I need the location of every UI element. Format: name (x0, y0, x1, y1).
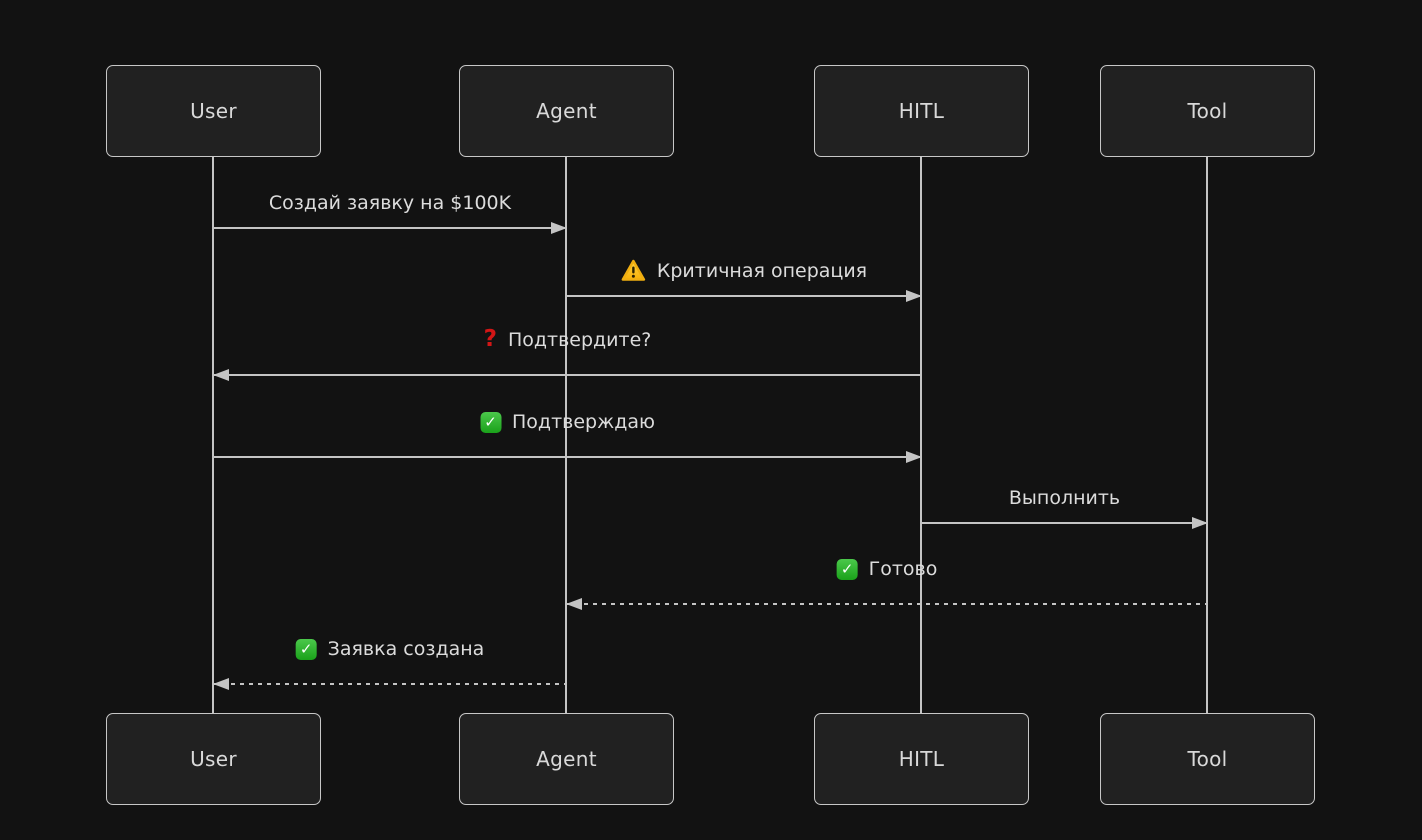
check-icon: ✓ (480, 411, 502, 433)
lifeline-user (212, 157, 214, 713)
actor-label-user: User (190, 747, 237, 771)
arrowhead-right-icon (906, 290, 922, 302)
message-label-wrap: Создай заявку на $100K (269, 192, 511, 214)
lifeline-tool (1206, 157, 1208, 713)
arrow-line (921, 522, 1208, 524)
check-icon: ✓ (836, 558, 858, 580)
actor-label-hitl: HITL (898, 747, 945, 771)
arrow-line (213, 227, 567, 229)
actor-box-user-bottom: User (106, 713, 321, 805)
actor-label-agent: Agent (536, 99, 597, 123)
lifeline-hitl (920, 157, 922, 713)
message-label: Создай заявку на $100K (268, 192, 512, 214)
message-label-wrap: ✓ Готово (836, 558, 938, 580)
actor-box-agent-top: Agent (459, 65, 674, 157)
arrowhead-left-icon (213, 678, 229, 690)
actor-box-tool-bottom: Tool (1100, 713, 1315, 805)
check-icon: ✓ (295, 638, 317, 660)
actor-label-hitl: HITL (898, 99, 945, 123)
warning-icon (621, 259, 646, 282)
actor-box-hitl-top: HITL (814, 65, 1029, 157)
arrow-line (213, 374, 922, 376)
arrow-line (566, 295, 922, 297)
message-label-wrap: Выполнить (1009, 487, 1120, 509)
actor-label-tool: Tool (1187, 99, 1228, 123)
message-label: Подтвердите? (507, 328, 652, 351)
actor-label-tool: Tool (1187, 747, 1228, 771)
actor-box-user-top: User (106, 65, 321, 157)
arrow-line (213, 456, 922, 458)
message-label: Готово (868, 558, 938, 580)
message-label: Заявка создана (327, 638, 485, 660)
actor-label-agent: Agent (536, 747, 597, 771)
actor-box-agent-bottom: Agent (459, 713, 674, 805)
arrowhead-right-icon (551, 222, 567, 234)
arrow-line-dashed (566, 603, 1208, 605)
actor-box-tool-top: Tool (1100, 65, 1315, 157)
arrowhead-right-icon (1192, 517, 1208, 529)
message-label: Подтверждаю (512, 411, 655, 433)
message-label-wrap: ✓ Заявка создана (295, 638, 485, 660)
lifeline-agent (565, 157, 567, 713)
question-icon: ? (483, 326, 497, 352)
arrowhead-right-icon (906, 451, 922, 463)
message-label-wrap: Критичная операция (621, 259, 867, 282)
actor-label-user: User (190, 99, 237, 123)
message-label: Критичная операция (656, 259, 868, 282)
message-label: Выполнить (1008, 487, 1121, 509)
actor-box-hitl-bottom: HITL (814, 713, 1029, 805)
message-label-wrap: ? Подтвердите? (484, 328, 652, 351)
arrowhead-left-icon (566, 598, 582, 610)
message-label-wrap: ✓ Подтверждаю (480, 411, 655, 433)
arrow-line-dashed (213, 683, 567, 685)
arrowhead-left-icon (213, 369, 229, 381)
